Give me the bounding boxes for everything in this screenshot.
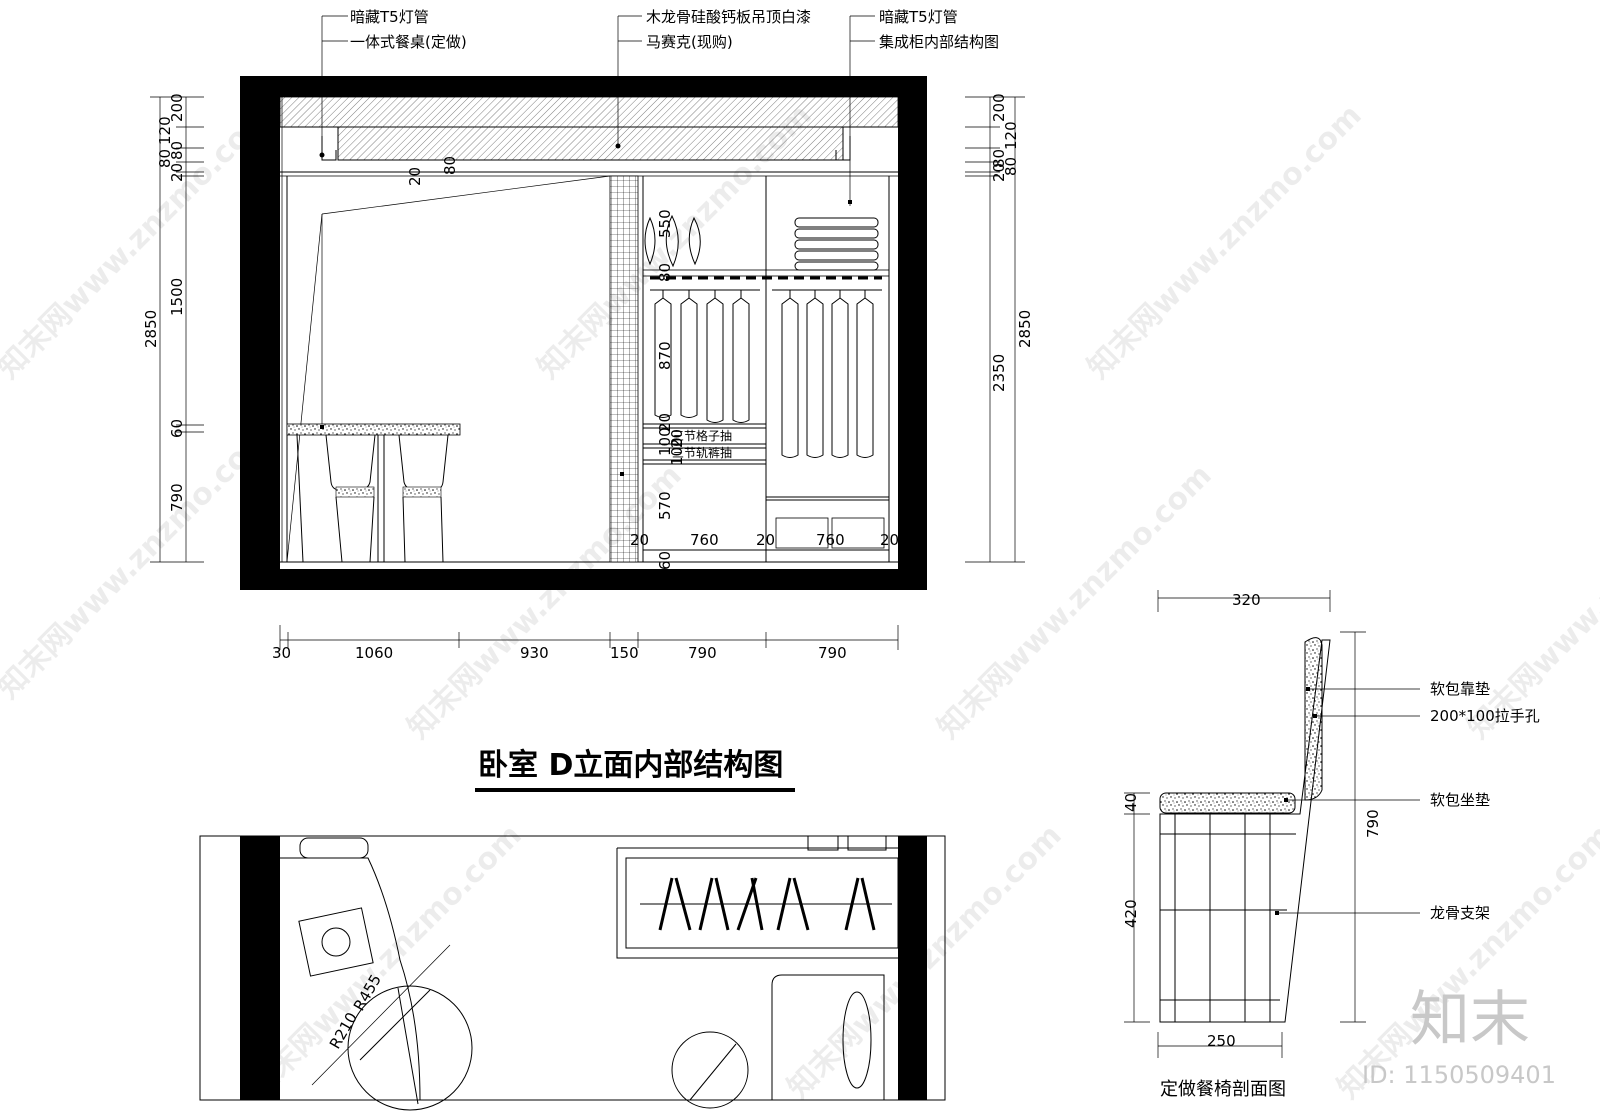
bottom-dimension-lines: [279, 625, 899, 650]
bottom-dim-150: 150: [610, 644, 639, 662]
inner-dim-870: 870: [656, 341, 674, 370]
note-1-line2: 一体式餐桌(定做): [350, 33, 467, 51]
chair-body: [1159, 637, 1331, 1023]
inner-dim-80b: 80: [656, 263, 674, 282]
right-dim-120: 120: [1002, 121, 1020, 150]
left-dim-80a: 80: [156, 149, 174, 168]
right-dimension-lines: [965, 96, 1025, 563]
inner-dim-760b: 760: [816, 531, 845, 549]
svg-text:知末网www.znzmo.com: 知末网www.znzmo.com: [0, 98, 279, 386]
inner-dim-80: 80: [441, 156, 459, 175]
mosaic-column: [609, 175, 639, 563]
svg-text:知末网www.znzmo.com: 知末网www.znzmo.com: [401, 458, 689, 746]
bottom-dim-30: 30: [272, 644, 291, 662]
note-2-line2: 马赛克(现购): [646, 33, 733, 51]
hanging-clothes-left: [654, 290, 750, 423]
bottom-dim-790a: 790: [688, 644, 717, 662]
chair-dim-790: 790: [1364, 809, 1382, 838]
left-dim-120: 120: [156, 116, 174, 145]
brand-logo: 知末: [1410, 985, 1530, 1055]
right-dim-2850: 2850: [1016, 310, 1034, 348]
chair-dim-320: 320: [1232, 591, 1261, 609]
chair-section: [1124, 590, 1420, 1058]
floor-plan: [199, 835, 946, 1111]
inner-dim-760a: 760: [690, 531, 719, 549]
bottom-dim-930: 930: [520, 644, 549, 662]
inner-dim-20d: 20: [630, 531, 649, 549]
dining-table: [286, 423, 461, 563]
inner-dim-20c: 20: [668, 429, 686, 448]
chair-section-title: 定做餐椅剖面图: [1160, 1079, 1286, 1100]
svg-text:知末网www.znzmo.com: 知末网www.znzmo.com: [1461, 458, 1600, 746]
right-dim-80b: 80: [1002, 157, 1020, 176]
svg-text:知末网www.znzmo.com: 知末网www.znzmo.com: [241, 818, 529, 1106]
left-dim-20: 20: [168, 163, 186, 182]
svg-text:知末网www.znzmo.com: 知末网www.znzmo.com: [0, 418, 279, 706]
elevation-drawing: [150, 15, 1025, 650]
callout-handle-hole: 200*100拉手孔: [1430, 707, 1540, 725]
chair-leaders: [1275, 687, 1420, 915]
left-dimension-lines: [150, 96, 283, 563]
chair-dim-420: 420: [1122, 899, 1140, 928]
note-3-line2: 集成柜内部结构图: [879, 33, 999, 51]
left-dim-200: 200: [168, 93, 186, 122]
svg-text:知末网www.znzmo.com: 知末网www.znzmo.com: [1081, 98, 1369, 386]
inner-dim-20e: 20: [756, 531, 775, 549]
inner-dim-60: 60: [656, 551, 674, 570]
inner-dim-570: 570: [656, 491, 674, 520]
chair-dim-250: 250: [1207, 1032, 1236, 1050]
wardrobe: [642, 176, 890, 562]
note-1-line1: 暗藏T5灯管: [350, 8, 429, 26]
note-3-line1: 暗藏T5灯管: [879, 8, 958, 26]
bottom-dim-1060: 1060: [355, 644, 393, 662]
drawer-label-grid: 三节格子抽: [672, 428, 732, 443]
hanging-clothes-right: [781, 290, 874, 458]
right-dim-200: 200: [990, 93, 1008, 122]
ceiling-hatch: [279, 96, 899, 128]
callout-frame: 龙骨支架: [1430, 904, 1490, 922]
right-dim-20: 20: [990, 163, 1008, 182]
drawer-label-trouser: 三节轨裤抽: [672, 446, 732, 460]
left-dim-790: 790: [168, 483, 186, 512]
callout-back-cushion: 软包靠垫: [1430, 680, 1490, 698]
inner-dim-100: 100: [656, 427, 674, 456]
callout-seat-cushion: 软包坐垫: [1430, 791, 1490, 809]
image-id-label: ID: 1150509401: [1362, 1061, 1556, 1089]
chair-dim-40: 40: [1122, 793, 1140, 812]
towels: [794, 217, 879, 271]
inner-dim-20: 20: [406, 167, 424, 186]
left-dim-60: 60: [168, 419, 186, 438]
inner-dim-550: 550: [656, 209, 674, 238]
inner-dim-20b: 20: [656, 413, 674, 432]
svg-text:知末网www.znzmo.com: 知末网www.znzmo.com: [931, 458, 1219, 746]
note-2-line1: 木龙骨硅酸钙板吊顶白漆: [646, 8, 811, 26]
elevation-title: 卧室 D立面内部结构图: [478, 748, 783, 783]
right-dim-2350: 2350: [990, 354, 1008, 392]
bottom-dim-790b: 790: [818, 644, 847, 662]
left-dim-80b: 80: [168, 141, 186, 160]
left-dim-1500: 1500: [168, 278, 186, 316]
plan-hangers: [658, 877, 876, 931]
left-dim-2850: 2850: [142, 310, 160, 348]
right-dim-80a: 80: [990, 149, 1008, 168]
inner-dim-100b: 100: [668, 437, 686, 466]
inner-dim-20f: 20: [880, 531, 899, 549]
